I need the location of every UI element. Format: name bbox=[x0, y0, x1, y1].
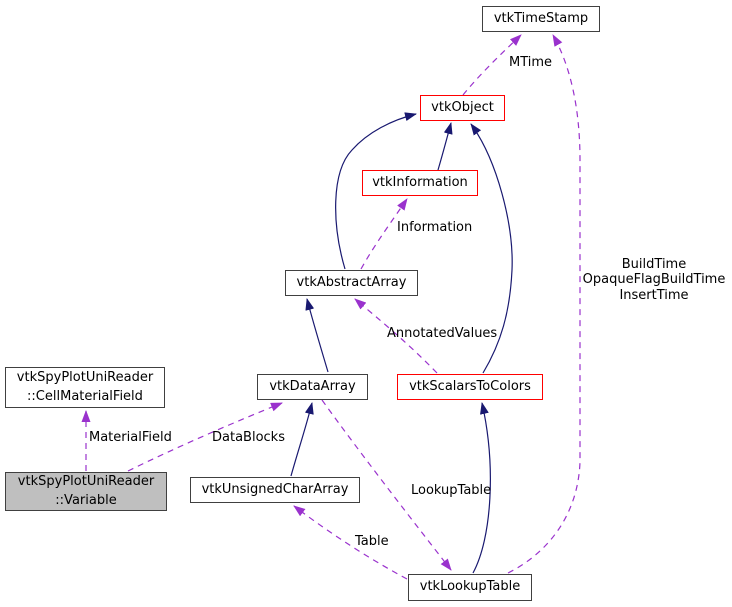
edge-inherit-lookuptable-scalarstocolors bbox=[472, 402, 491, 574]
node-cellmaterialfield[interactable]: vtkSpyPlotUniReader ::CellMaterialField bbox=[5, 367, 165, 408]
node-vtkabstractarray[interactable]: vtkAbstractArray bbox=[285, 270, 418, 296]
node-variable-current: vtkSpyPlotUniReader ::Variable bbox=[5, 472, 167, 511]
edge-inherit-scalarstocolors-object bbox=[470, 123, 513, 374]
edge-label-mtime: MTime bbox=[509, 55, 553, 70]
node-vtkunsignedchararray[interactable]: vtkUnsignedCharArray bbox=[190, 477, 360, 503]
edge-label-lookuptable: LookupTable bbox=[411, 483, 492, 498]
node-vtktimestamp[interactable]: vtkTimeStamp bbox=[482, 6, 600, 32]
node-vtkdataarray[interactable]: vtkDataArray bbox=[257, 374, 368, 400]
node-vtkinformation[interactable]: vtkInformation bbox=[362, 170, 478, 196]
node-vtkscalarstocolors[interactable]: vtkScalarsToColors bbox=[397, 374, 543, 400]
edge-label-buildtimes: BuildTime OpaqueFlagBuildTime InsertTime bbox=[582, 257, 726, 303]
edge-label-information: Information bbox=[397, 220, 473, 235]
edge-inherit-information-object bbox=[437, 122, 453, 171]
edge-usage-scalarstocolors-abstractarray bbox=[354, 298, 438, 374]
edge-label-annotatedvalues: AnnotatedValues bbox=[387, 326, 498, 341]
edge-label-materialfield: MaterialField bbox=[89, 430, 172, 445]
edge-usage-lookuptable-timestamp bbox=[507, 34, 581, 574]
node-vtkobject[interactable]: vtkObject bbox=[420, 95, 505, 121]
edge-inherit-abstractarray-object bbox=[335, 112, 417, 270]
edge-label-table: Table bbox=[355, 534, 389, 549]
edge-label-datablocks: DataBlocks bbox=[212, 430, 285, 445]
edge-usage-dataarray-lookuptable bbox=[321, 399, 452, 571]
node-vtklookuptable[interactable]: vtkLookupTable bbox=[408, 574, 532, 601]
edge-usage-lookuptable-unsignedchararray bbox=[293, 505, 408, 580]
edge-inherit-dataarray-abstractarray bbox=[305, 298, 329, 373]
edge-inherit-unsignedchararray-dataarray bbox=[290, 402, 314, 477]
